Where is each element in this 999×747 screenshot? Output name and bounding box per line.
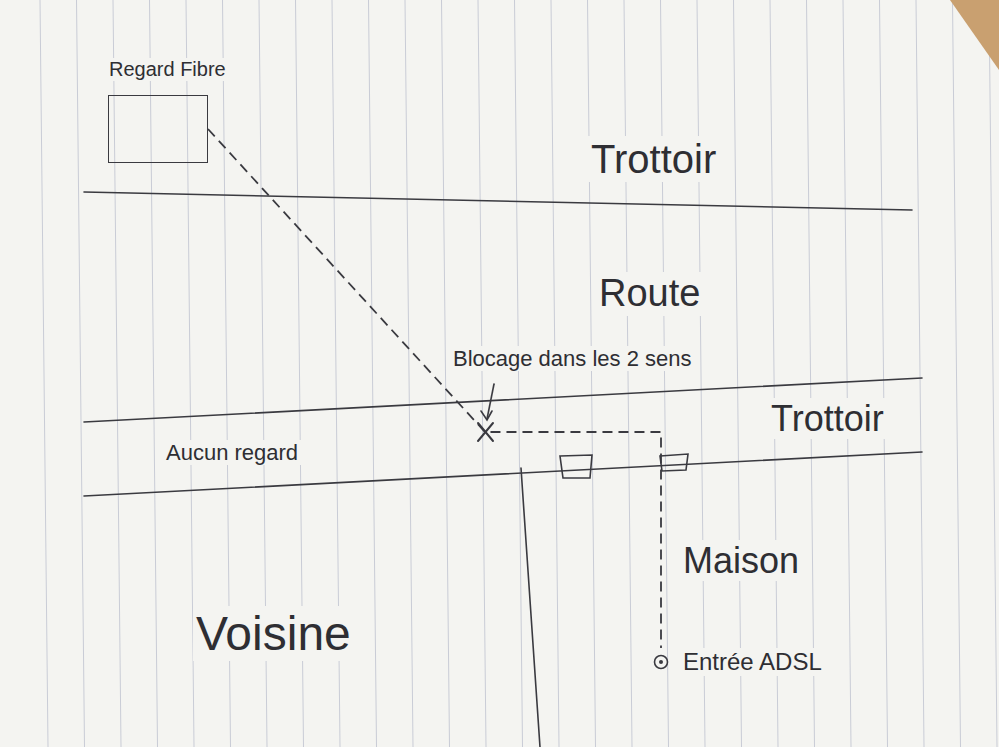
entry-row: Entrée ADSL [652,648,827,676]
ruling-line [989,0,997,747]
entry-dot [659,660,663,664]
ruling-line [770,0,778,747]
ruling-line [369,0,377,747]
fiber-route [208,129,661,648]
ruling-line [588,0,596,747]
small-manhole [660,454,688,471]
entry-circle [655,655,668,668]
ruling-line [442,0,450,747]
ruling-line [953,0,961,747]
ruling-line [40,0,48,747]
ruling-line [880,0,888,747]
ruling-line [478,0,486,747]
adsl-entry: Entrée ADSL [652,648,827,678]
leader-arrowhead [481,411,492,420]
node-label: Regard Fibre [106,58,229,81]
manhole-outline [108,95,208,163]
sidewalk-label: Trottoir [768,398,887,439]
ruling-line [515,0,523,747]
house-label: Maison [680,540,802,581]
entry-circle [652,653,670,671]
road-label: Route [596,272,703,316]
small-manhole [560,455,592,478]
ruling-line [697,0,705,747]
property-boundary [521,468,540,747]
node-label: Entrée ADSL [680,648,825,676]
wood-table [950,0,999,70]
ruling-line [150,0,158,747]
no-manhole-note: Aucun regard [163,440,301,465]
ruling-line [551,0,559,747]
ruling-line [77,0,85,747]
paper-ruling [40,0,997,747]
ruling-line [843,0,851,747]
ruling-line [916,0,924,747]
neighbour-label: Voisine [193,606,354,661]
blockage-note: Blocage dans les 2 sens [450,346,695,371]
ruling-line [807,0,815,747]
ruling-line [405,0,413,747]
ruling-line [624,0,632,747]
fiber-manhole: Regard Fibre [106,58,231,165]
ruling-line [113,0,121,747]
sidewalk-label: Trottoir [588,136,719,182]
sidewalk-edge [84,192,912,210]
ruling-line [734,0,742,747]
